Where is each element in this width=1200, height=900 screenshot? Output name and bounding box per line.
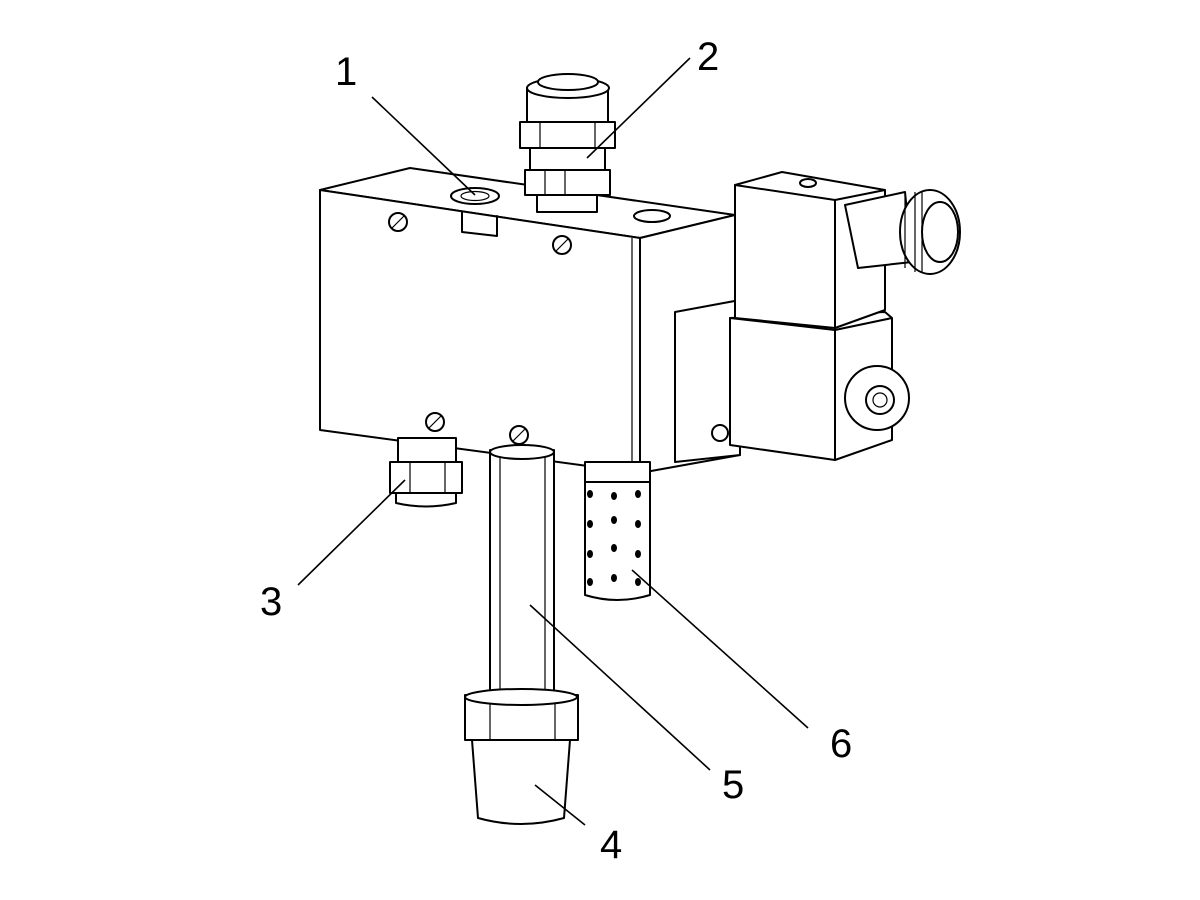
screw-icon: [388, 212, 572, 445]
callout-6: 6: [830, 722, 852, 766]
callout-4: 4: [600, 823, 622, 867]
leader-lines: [297, 57, 809, 826]
tube: [489, 444, 555, 703]
callout-5: 5: [722, 763, 744, 807]
solenoid-coil: [674, 299, 910, 463]
connector-plug: [734, 171, 961, 329]
callout-3: 3: [260, 580, 282, 624]
threaded-adapter: [464, 688, 579, 825]
exhaust-silencer: [584, 461, 651, 601]
push-in-fitting: [519, 73, 616, 213]
hex-nut: [389, 437, 463, 508]
callout-2: 2: [697, 35, 719, 79]
callout-1: 1: [335, 50, 357, 94]
